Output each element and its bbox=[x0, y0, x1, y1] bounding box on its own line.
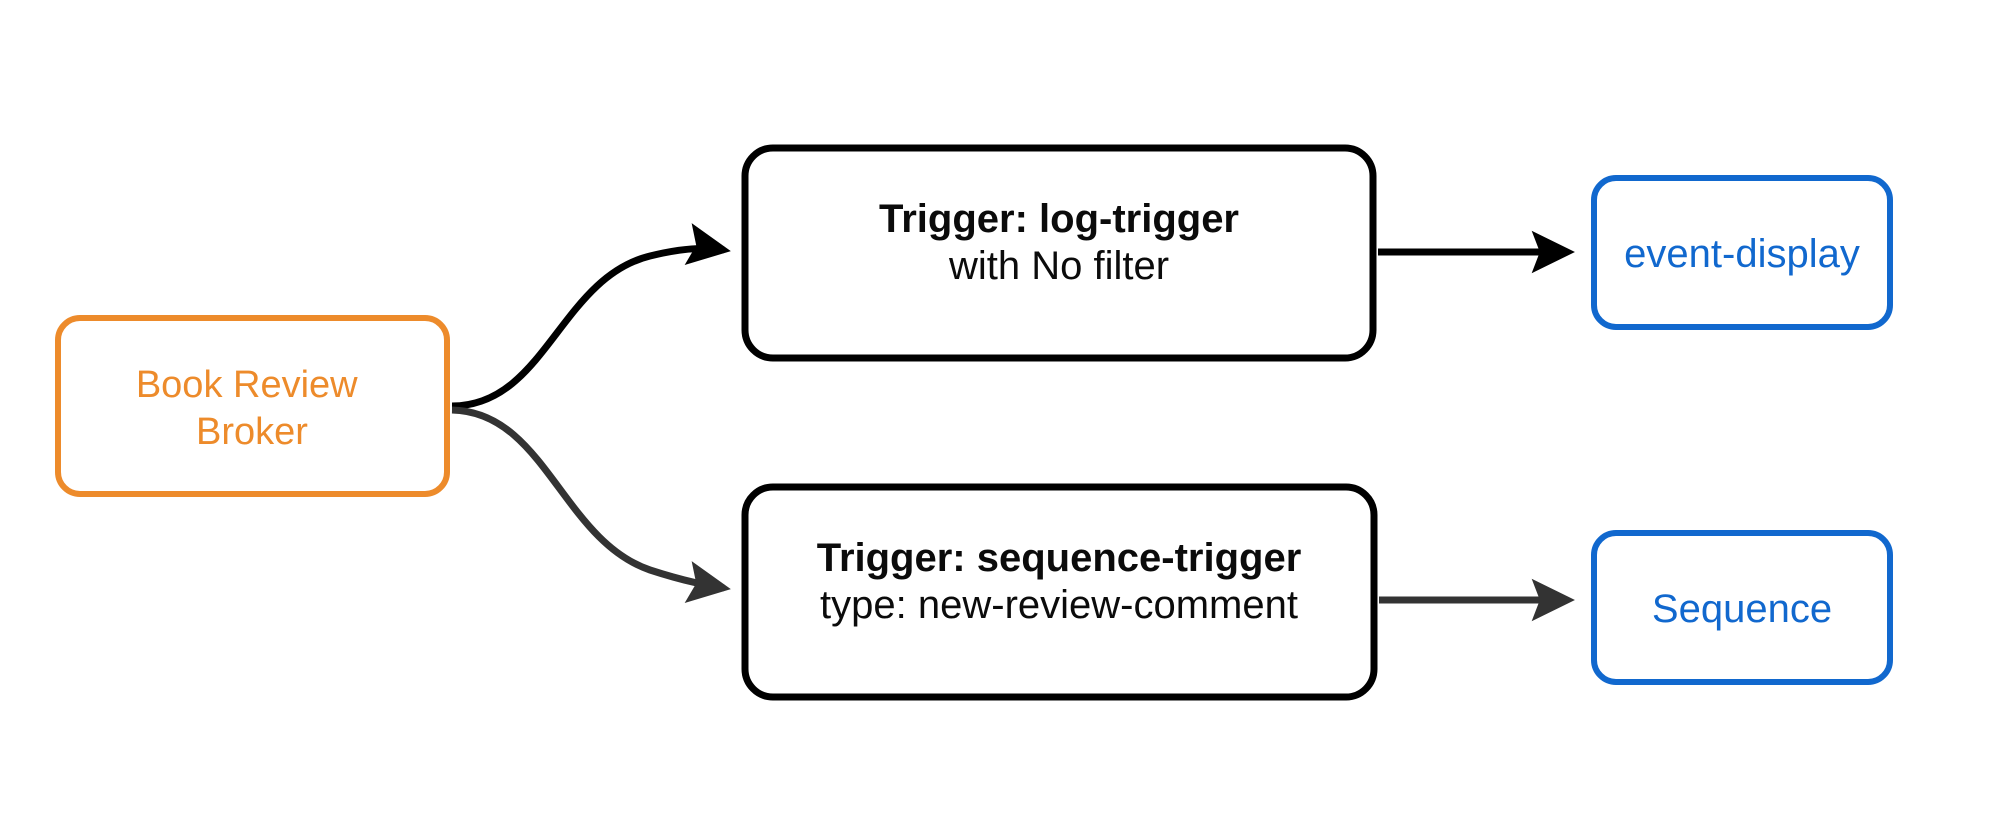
event-display-box[interactable] bbox=[1591, 175, 1893, 330]
edges-layer bbox=[451, 223, 1575, 622]
log-trigger-title: Trigger: log-trigger bbox=[879, 197, 1239, 241]
sequence-box[interactable] bbox=[1591, 530, 1893, 685]
node-event-display[interactable]: event-display bbox=[1591, 175, 1893, 330]
edge-broker-to-sequence-trigger[interactable] bbox=[451, 406, 731, 603]
sequence-trigger-subtitle: type: new-review-comment bbox=[820, 583, 1298, 627]
broker-label-line1: Book Review Broker bbox=[136, 364, 368, 453]
node-sequence[interactable]: Sequence bbox=[1591, 530, 1893, 685]
broker-box[interactable] bbox=[55, 315, 450, 497]
sequence-trigger-title: Trigger: sequence-trigger bbox=[817, 536, 1302, 580]
sequence-label: Sequence bbox=[1652, 587, 1832, 631]
node-log-trigger[interactable]: Trigger: log-trigger with No filter bbox=[741, 144, 1377, 362]
log-trigger-box[interactable] bbox=[741, 144, 1377, 362]
sequence-trigger-box[interactable] bbox=[741, 483, 1378, 701]
node-broker[interactable]: Book Review Broker bbox=[55, 315, 450, 497]
edge-broker-to-log-trigger[interactable] bbox=[451, 223, 731, 410]
node-sequence-trigger[interactable]: Trigger: sequence-trigger type: new-revi… bbox=[741, 483, 1378, 701]
log-trigger-subtitle: with No filter bbox=[948, 244, 1169, 288]
event-display-label: event-display bbox=[1624, 232, 1860, 276]
